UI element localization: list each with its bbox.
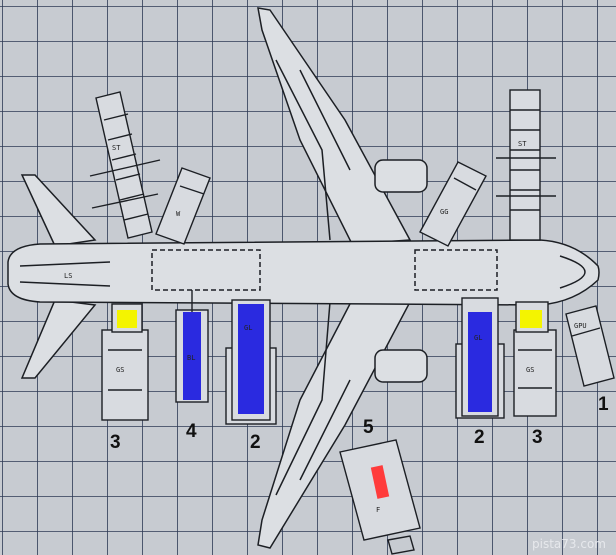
upper-engine xyxy=(374,159,428,193)
rear-stairs-label: ST xyxy=(112,144,121,152)
label-cargo-right: 2 xyxy=(474,427,485,448)
water-truck-label: W xyxy=(176,210,181,218)
aft-cargo-outline xyxy=(151,249,261,291)
cargo-loader-right xyxy=(455,297,505,419)
belt-conveyor xyxy=(183,312,201,400)
gpu-label: GPU xyxy=(574,322,587,330)
ground-service-right xyxy=(513,301,557,417)
cargo-loader-mid xyxy=(225,299,277,425)
water-truck xyxy=(155,167,211,245)
lower-engine xyxy=(374,349,428,383)
lower-wing-flap-line xyxy=(275,301,351,496)
label-gpu: 1 xyxy=(598,394,609,415)
fuel-truck xyxy=(339,439,421,555)
label-cargo-mid: 2 xyxy=(250,432,261,453)
fuselage xyxy=(7,239,600,306)
label-fuel: 5 xyxy=(363,417,374,438)
gpu-unit xyxy=(565,305,615,387)
gs-left-label: GS xyxy=(116,366,124,374)
gs-right-label: GS xyxy=(526,366,534,374)
cargo-loader-right-label: GL xyxy=(474,334,482,342)
rear-stairs xyxy=(89,91,161,239)
label-gs-left: 3 xyxy=(110,432,121,453)
upper-stabilizer xyxy=(20,174,97,247)
catering-truck xyxy=(419,161,487,247)
tail-mark: LS xyxy=(64,272,72,280)
cockpit-line xyxy=(559,255,586,289)
cargo-loader-mid-belt xyxy=(238,304,264,414)
belt-loader-label: BL xyxy=(187,354,195,362)
fuel-truck-mark xyxy=(370,465,390,499)
cargo-loader-mid-label: GL xyxy=(244,324,252,332)
label-gs-right: 3 xyxy=(532,427,543,448)
gs-right-highlight xyxy=(520,310,542,328)
ground-service-left xyxy=(101,303,149,421)
aircraft xyxy=(7,7,600,549)
gs-left-highlight xyxy=(117,310,137,328)
front-stairs xyxy=(496,89,556,241)
fwd-cargo-outline xyxy=(414,249,498,291)
label-belt: 4 xyxy=(186,421,197,442)
lower-wing xyxy=(257,299,412,549)
lower-stabilizer xyxy=(20,299,97,379)
front-stairs-label: ST xyxy=(518,140,527,148)
tail-cone xyxy=(19,261,111,287)
upper-wing-flap-line xyxy=(275,59,351,241)
belt-loader xyxy=(175,290,209,403)
cargo-loader-right-belt xyxy=(468,312,492,412)
catering-truck-label: GG xyxy=(440,208,448,216)
fuel-truck-label: F xyxy=(376,506,380,514)
watermark: pista73.com xyxy=(532,537,606,551)
